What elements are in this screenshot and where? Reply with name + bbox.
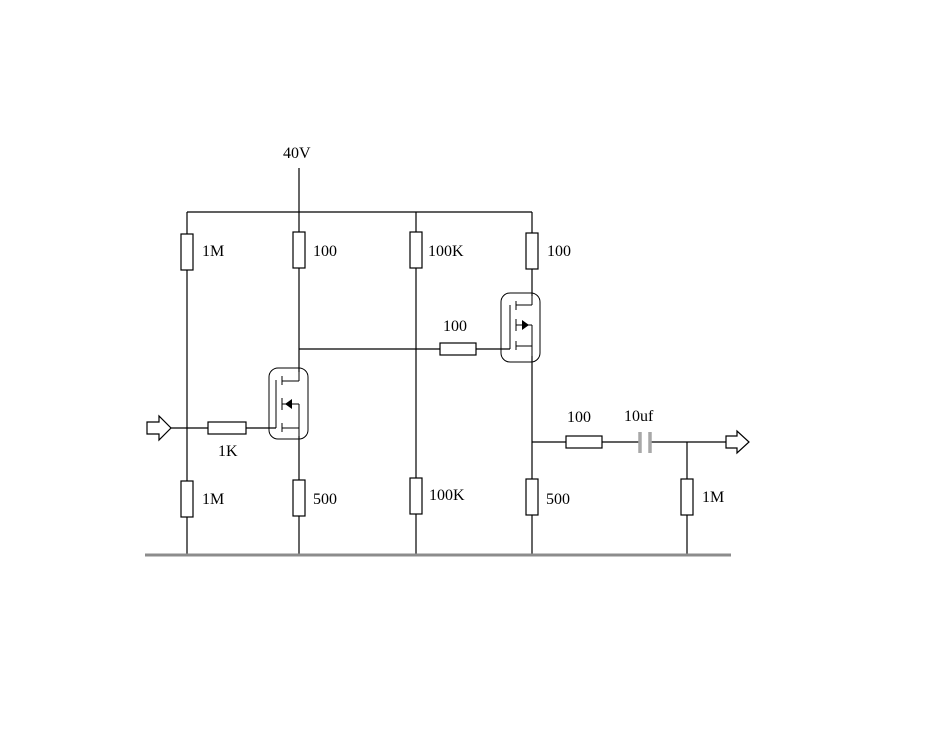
label-drain1: 100 [313,243,337,260]
resistor-drain1 [292,231,306,269]
resistor-gate2 [439,342,477,356]
label-load: 1M [702,489,724,506]
label-input: 1K [218,443,238,460]
resistor-input [207,421,247,435]
label-divider-bottom: 100K [429,487,465,504]
mosfet-2-arrow-icon [522,320,529,330]
label-source1: 500 [313,491,337,508]
label-divider-top: 100K [428,243,464,260]
mosfet-1-arrow-icon [285,399,292,409]
wires [168,168,726,556]
resistor-bias-bottom [180,480,194,518]
mosfet-2-symbol [500,292,541,363]
label-output-resistor: 100 [567,409,591,426]
resistor-drain2 [525,232,539,270]
label-capacitor: 10uf [624,408,654,425]
label-source2: 500 [546,491,570,508]
resistor-load [680,478,694,516]
resistor-source1 [292,479,306,517]
supply-label: 40V [283,145,311,162]
output-arrow-icon [725,429,750,455]
resistor-source2 [525,478,539,516]
resistor-divider-bottom [409,477,423,515]
resistor-bias-top [180,233,194,271]
label-drain2: 100 [547,243,571,260]
mosfet-1-symbol [268,367,309,440]
resistor-output [565,435,603,449]
label-bias-bottom: 1M [202,491,224,508]
label-bias-top: 1M [202,243,224,260]
resistor-divider-top [409,231,423,269]
input-arrow-icon [146,414,172,442]
label-gate2: 100 [443,318,467,335]
capacitor-output [638,432,652,453]
